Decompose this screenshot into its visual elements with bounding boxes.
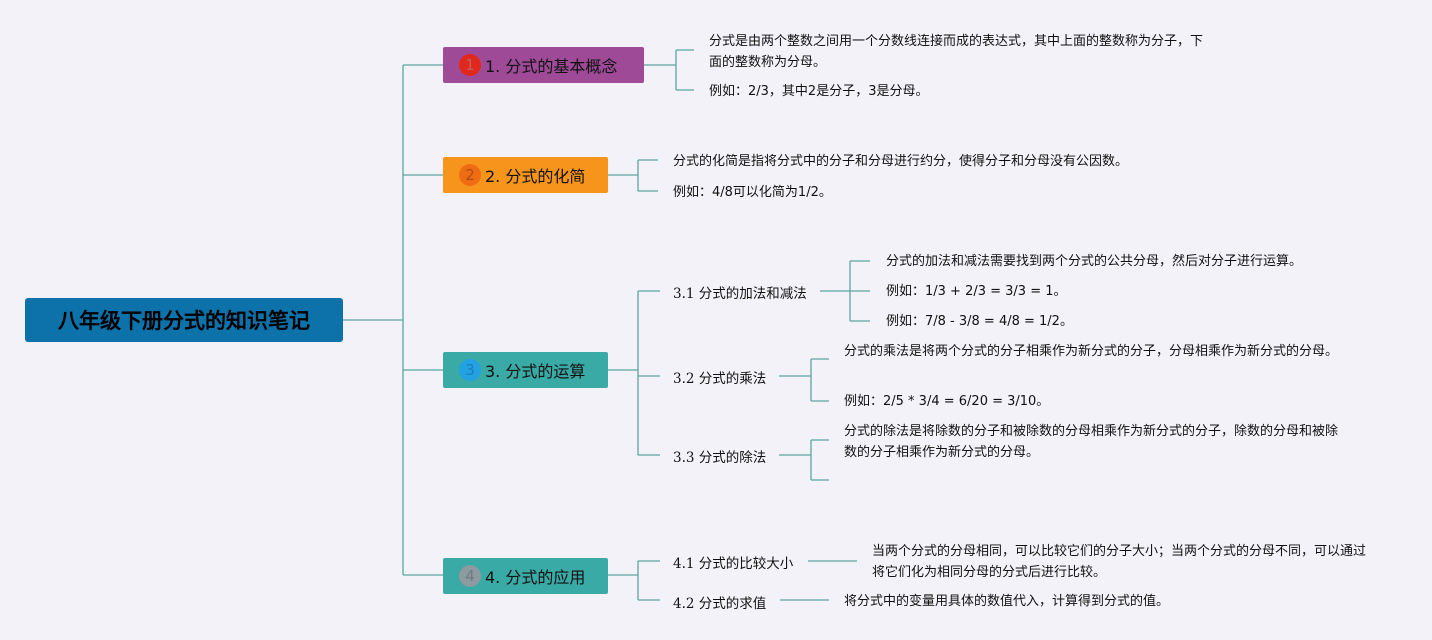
leaf-text: 例如：7/8 - 3/8 = 4/8 = 1/2。	[886, 314, 1073, 329]
branch-label: 4. 分式的应用	[485, 568, 586, 587]
leaf-text: 分式的除法是将除数的分子和被除数的分母相乘作为新分式的分子，除数的分母和被除数的…	[844, 424, 1339, 460]
sub-topic-multiplication[interactable]: 3.2 分式的乘法	[673, 371, 767, 387]
leaf-text: 分式的加法和减法需要找到两个分式的公共分母，然后对分子进行运算。	[886, 254, 1303, 269]
branch-simplification[interactable]: 2 2. 分式的化简	[443, 157, 608, 193]
branch-label: 3. 分式的运算	[485, 362, 586, 381]
number-4-icon: 4	[459, 565, 481, 587]
number-2-icon: 2	[459, 164, 481, 186]
branch-operations[interactable]: 3 3. 分式的运算	[443, 352, 608, 388]
root-topic[interactable]: 八年级下册分式的知识笔记	[25, 298, 343, 342]
leaf-text: 例如：2/3，其中2是分子，3是分母。	[709, 84, 929, 99]
branch-basic-concept[interactable]: 1 1. 分式的基本概念	[443, 47, 644, 83]
leaf-text: 当两个分式的分母相同，可以比较它们的分子大小；当两个分式的分母不同，可以通过将它…	[872, 544, 1367, 580]
sub-topic-division[interactable]: 3.3 分式的除法	[673, 450, 767, 466]
branch-label: 1. 分式的基本概念	[485, 57, 618, 76]
root-title: 八年级下册分式的知识笔记	[58, 309, 310, 333]
leaf-text: 例如：2/5 * 3/4 = 6/20 = 3/10。	[844, 394, 1050, 409]
branch-label: 2. 分式的化简	[485, 167, 586, 186]
leaf-text: 分式是由两个整数之间用一个分数线连接而成的表达式，其中上面的整数称为分子，下面的…	[709, 34, 1204, 70]
leaf-text: 将分式中的变量用具体的数值代入，计算得到分式的值。	[844, 594, 1170, 609]
number-3-icon: 3	[459, 359, 481, 381]
leaf-text: 例如：1/3 + 2/3 = 3/3 = 1。	[886, 284, 1067, 299]
sub-topic-addition-subtraction[interactable]: 3.1 分式的加法和减法	[673, 286, 807, 302]
sub-topic-comparison[interactable]: 4.1 分式的比较大小	[673, 556, 794, 572]
leaf-text: 分式的化简是指将分式中的分子和分母进行约分，使得分子和分母没有公因数。	[673, 154, 1129, 169]
branch-applications[interactable]: 4 4. 分式的应用	[443, 558, 608, 594]
sub-topic-evaluation[interactable]: 4.2 分式的求值	[673, 596, 767, 612]
leaf-text: 例如：4/8可以化简为1/2。	[673, 185, 832, 200]
leaf-text: 分式的乘法是将两个分式的分子相乘作为新分式的分子，分母相乘作为新分式的分母。	[844, 344, 1339, 359]
number-1-icon: 1	[459, 54, 481, 76]
